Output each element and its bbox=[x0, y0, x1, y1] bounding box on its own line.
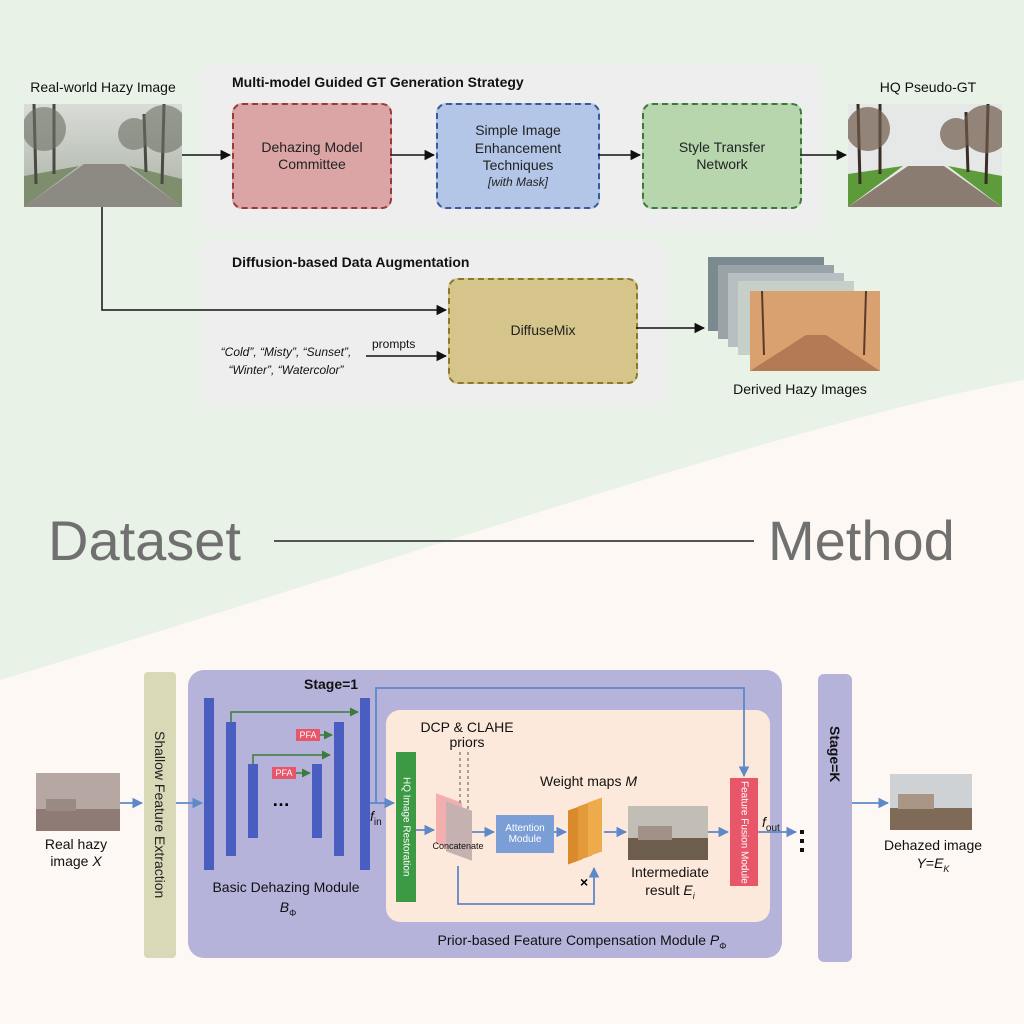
f-in-sub: in bbox=[373, 816, 382, 828]
basic-ellipsis: … bbox=[272, 790, 290, 810]
f-out-sub: out bbox=[765, 822, 780, 834]
enhancement-line3: Techniques bbox=[482, 157, 554, 174]
enhancement-line1: Simple Image bbox=[475, 122, 561, 139]
derived-images-label: Derived Hazy Images bbox=[733, 381, 867, 397]
output-equation: Y=EK bbox=[916, 855, 950, 874]
feature-fusion-label: Feature Fusion Module bbox=[738, 780, 750, 884]
basic-sub: Φ bbox=[289, 907, 297, 918]
f-out-var: f bbox=[762, 814, 766, 830]
enhancement-note: [with Mask] bbox=[487, 174, 548, 189]
divider-line bbox=[274, 540, 754, 542]
decoder-bar-2 bbox=[334, 722, 344, 856]
attention-line1: Attention bbox=[505, 823, 545, 834]
intermediate-text: result bbox=[645, 882, 680, 898]
enhancement-line2: Enhancement bbox=[474, 139, 562, 156]
diffusemix-label: DiffuseMix bbox=[510, 322, 576, 339]
basic-var: B bbox=[279, 899, 290, 915]
f-in-label: fin bbox=[370, 808, 382, 828]
method-heading: Method bbox=[768, 509, 955, 572]
diffusemix-box: DiffuseMix bbox=[448, 278, 638, 384]
input-label-word: image bbox=[50, 853, 89, 869]
concatenate-label: Concatenate bbox=[432, 841, 484, 851]
dataset-heading: Dataset bbox=[48, 509, 241, 572]
prompts-arrow-label: prompts bbox=[372, 337, 416, 351]
intermediate-var: E bbox=[683, 882, 693, 898]
f-in-var: f bbox=[370, 808, 374, 824]
augmentation-title: Diffusion-based Data Augmentation bbox=[232, 254, 470, 270]
stageK-box bbox=[818, 674, 852, 962]
multiply-symbol: × bbox=[580, 874, 589, 890]
stage1-label: Stage=1 bbox=[304, 676, 359, 692]
intermediate-sub: i bbox=[692, 890, 695, 901]
derived-images-stack bbox=[708, 257, 880, 371]
attention-line2: Module bbox=[508, 834, 542, 845]
prior-var: P bbox=[709, 932, 720, 948]
prior-module-text: Prior-based Feature Compensation Module bbox=[437, 932, 707, 948]
enhancement-box: Simple Image Enhancement Techniques [wit… bbox=[436, 103, 600, 209]
committee-line1: Dehazing Model bbox=[261, 138, 363, 155]
weight-maps-text: Weight maps bbox=[540, 773, 622, 789]
prior-module-label: Prior-based Feature Compensation Module … bbox=[396, 932, 768, 951]
decoder-bar-3 bbox=[312, 764, 322, 838]
f-out-label: fout bbox=[762, 814, 780, 834]
pfa-block-2: PFA bbox=[272, 767, 296, 779]
output-label: Dehazed image bbox=[883, 837, 983, 853]
basic-module-var: BΦ bbox=[270, 899, 306, 918]
encoder-bar-2 bbox=[226, 722, 236, 856]
prior-sub: Φ bbox=[719, 940, 727, 951]
basic-module-label: Basic Dehazing Module bbox=[212, 879, 360, 895]
committee-line2: Committee bbox=[278, 156, 346, 172]
dehazing-committee-box: Dehazing Model Committee bbox=[232, 103, 392, 209]
dehazed-output-image bbox=[890, 774, 972, 830]
priors-label-line2: priors bbox=[449, 734, 485, 750]
prompt-list-line2: “Winter”, “Watercolor” bbox=[228, 363, 344, 377]
shallow-feature-bar bbox=[144, 672, 176, 958]
intermediate-line1: Intermediate bbox=[631, 864, 709, 880]
shallow-feature-label: Shallow Feature Extraction bbox=[152, 731, 168, 899]
input-var: X bbox=[92, 853, 102, 869]
output-sub: K bbox=[943, 863, 950, 874]
style-line1: Style Transfer bbox=[678, 138, 766, 155]
pfa-block-1: PFA bbox=[296, 729, 320, 741]
priors-label-line1: DCP & CLAHE bbox=[420, 719, 514, 735]
prompt-list-line1: “Cold”, “Misty”, “Sunset”, bbox=[220, 345, 352, 359]
output-lhs: Y bbox=[916, 855, 926, 871]
decoder-bar-1 bbox=[360, 698, 370, 870]
input-hazy-label: Real-world Hazy Image bbox=[30, 79, 176, 95]
intermediate-line2: result Ei bbox=[622, 882, 718, 901]
hq-restoration-label: HQ Image Restoration bbox=[400, 777, 412, 877]
stage-dots bbox=[800, 830, 804, 852]
prior-map-2 bbox=[446, 801, 472, 861]
real-hazy-input-image bbox=[36, 773, 120, 831]
input-label-line1: Real hazy bbox=[44, 836, 108, 852]
style-transfer-box: Style Transfer Network bbox=[642, 103, 802, 209]
encoder-bar-3 bbox=[248, 764, 258, 838]
pseudo-gt-label: HQ Pseudo-GT bbox=[879, 79, 977, 95]
weight-map-3 bbox=[588, 797, 602, 857]
intermediate-result-image bbox=[628, 806, 708, 860]
attention-module-box: Attention Module bbox=[496, 815, 554, 853]
weight-maps-var: M bbox=[625, 773, 638, 789]
pseudo-gt-image bbox=[848, 104, 1002, 207]
input-label-line2: image X bbox=[36, 853, 116, 869]
stageK-label: Stage=K bbox=[827, 725, 843, 783]
encoder-bar-1 bbox=[204, 698, 214, 870]
style-line2: Network bbox=[696, 156, 748, 172]
gt-generation-title: Multi-model Guided GT Generation Strateg… bbox=[232, 74, 524, 90]
output-rhs: E bbox=[934, 855, 944, 871]
weight-maps-label: Weight maps M bbox=[540, 773, 637, 789]
hazy-input-image bbox=[24, 104, 182, 207]
